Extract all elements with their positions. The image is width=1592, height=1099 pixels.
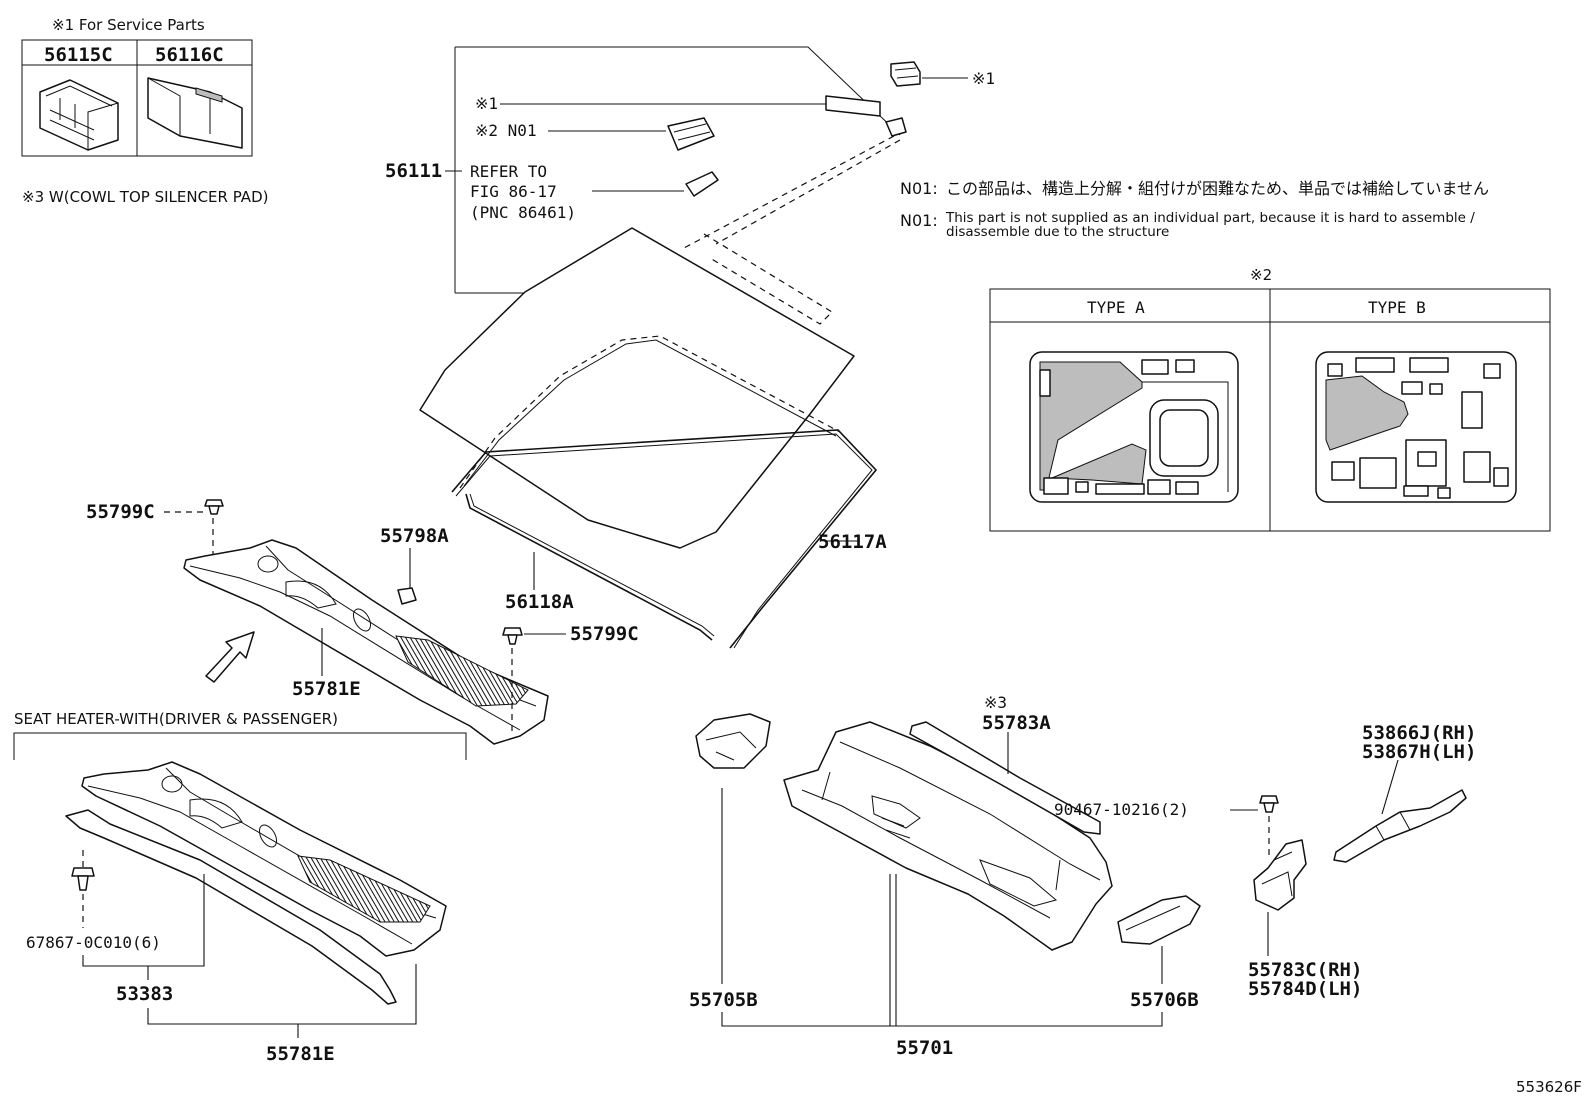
service-pad-drawing [825, 95, 881, 117]
bracket-55705b-drawing [695, 713, 771, 769]
type-a-label: TYPE A [1087, 298, 1145, 317]
silencer-note: ※3 W(COWL TOP SILENCER PAD) [22, 188, 268, 206]
part-56115c-drawing [39, 79, 119, 151]
part-67867-label: 67867-0C010(6) [26, 933, 161, 952]
moulding-56117a-inner [455, 433, 873, 649]
clip-55799c-mid-drawing [502, 627, 523, 645]
part-55799c-mid-label: 55799C [570, 623, 639, 645]
type-b-label: TYPE B [1368, 298, 1426, 317]
type-a-module-drawing [1029, 351, 1239, 503]
part-55705b-label: 55705B [689, 989, 758, 1011]
heater-element-53383-drawing [65, 809, 397, 1005]
part-56118a-label: 56118A [505, 591, 574, 613]
mark-1-label: ※1 [475, 94, 498, 113]
type-b-module-drawing [1315, 351, 1517, 503]
direction-arrow [205, 631, 255, 683]
part-55706b-label: 55706B [1130, 989, 1199, 1011]
bracket-53866j-drawing [1333, 789, 1467, 863]
refer-part-drawing [685, 171, 719, 197]
leader-55701 [721, 1012, 1163, 1027]
seat-heater-title: SEAT HEATER-WITH(DRIVER & PASSENGER) [14, 710, 338, 728]
clip-90467-drawing [1259, 795, 1279, 813]
service-parts-header: ※1 For Service Parts [52, 16, 205, 34]
cowl-louver-55781e-bottom-drawing [81, 761, 447, 957]
note-jp-label: N01: [900, 179, 938, 198]
part-55798a-drawing [397, 587, 417, 605]
part-55784d-label: 55784D(LH) [1248, 978, 1362, 1000]
mark-2-n01-label: ※2 N01 [475, 121, 537, 140]
clip-55799c-left-drawing [204, 499, 224, 515]
silencer-pad-55783a-drawing [909, 721, 1101, 835]
refer-to-line1: REFER TO [470, 162, 547, 181]
part-56116c-label: 56116C [155, 44, 224, 66]
part-55798a-label: 55798A [380, 525, 449, 547]
refer-to-line2: FIG 86-17 [470, 182, 557, 201]
service-parts-box: ※1 For Service Parts 56115C 56116C [21, 16, 253, 157]
part-55783c-label: 55783C(RH) [1248, 959, 1362, 981]
part-55783a-label: 55783A [982, 712, 1051, 734]
note-en-line2: disassemble due to the structure [946, 224, 1169, 240]
seat-heater-bracket [13, 732, 467, 760]
part-53867h-label: 53867H(LH) [1362, 741, 1476, 763]
mark-3-label: ※3 [984, 693, 1007, 712]
part-90467-label: 90467-10216(2) [1054, 800, 1189, 819]
part-53383-label: 53383 [116, 983, 173, 1005]
part-53866j-label: 53866J(RH) [1362, 722, 1476, 744]
n01-notes: N01: この部品は、構造上分解・組付けが困難なため、単品では補給していません … [900, 179, 1489, 240]
cowl-louver-55781e-top-drawing [183, 539, 549, 745]
note-en-line1: This part is not supplied as an individu… [945, 210, 1475, 226]
windshield-assembly-box: ※1 ※2 N01 56111 REFER TO FIG 86-17 (PNC … [385, 46, 907, 325]
windshield-glass [419, 227, 855, 549]
part-55781e-top-label: 55781E [292, 678, 361, 700]
moulding-56118a-inner [469, 493, 715, 637]
note-en-label: N01: [900, 211, 938, 230]
n01-sensor-bracket-drawing [667, 117, 715, 151]
clip-67867-drawing [71, 867, 95, 891]
moulding-56117a-drawing [451, 429, 878, 649]
note-jp-text: この部品は、構造上分解・組付けが困難なため、単品では補給していません [946, 179, 1489, 198]
part-56116c-drawing [147, 77, 243, 149]
leader-55781e-bottom [147, 964, 417, 1025]
part-55799c-left-label: 55799C [86, 501, 155, 523]
top-right-clip: ※1 [890, 61, 995, 88]
types-box-mark: ※2 [1250, 266, 1272, 284]
figure-id: 553626F [1516, 1078, 1582, 1096]
part-56115c-label: 56115C [44, 44, 113, 66]
refer-to-line3: (PNC 86461) [470, 203, 576, 222]
leader-67867 [82, 874, 205, 967]
moulding-56118a-drawing [465, 493, 713, 641]
bracket-55706b-drawing [1117, 895, 1201, 945]
dash-panel-55701-drawing [783, 721, 1113, 951]
mirror-clip-drawing [885, 117, 907, 137]
bracket-55783c-drawing [1253, 839, 1307, 911]
types-box: ※2 TYPE A TYPE B [989, 266, 1551, 532]
top-right-mark-1: ※1 [972, 69, 995, 88]
part-56117a-label: 56117A [818, 531, 887, 553]
part-56111-label: 56111 [385, 160, 442, 182]
part-55781e-bottom-label: 55781E [266, 1043, 335, 1065]
part-55701-label: 55701 [896, 1037, 953, 1059]
